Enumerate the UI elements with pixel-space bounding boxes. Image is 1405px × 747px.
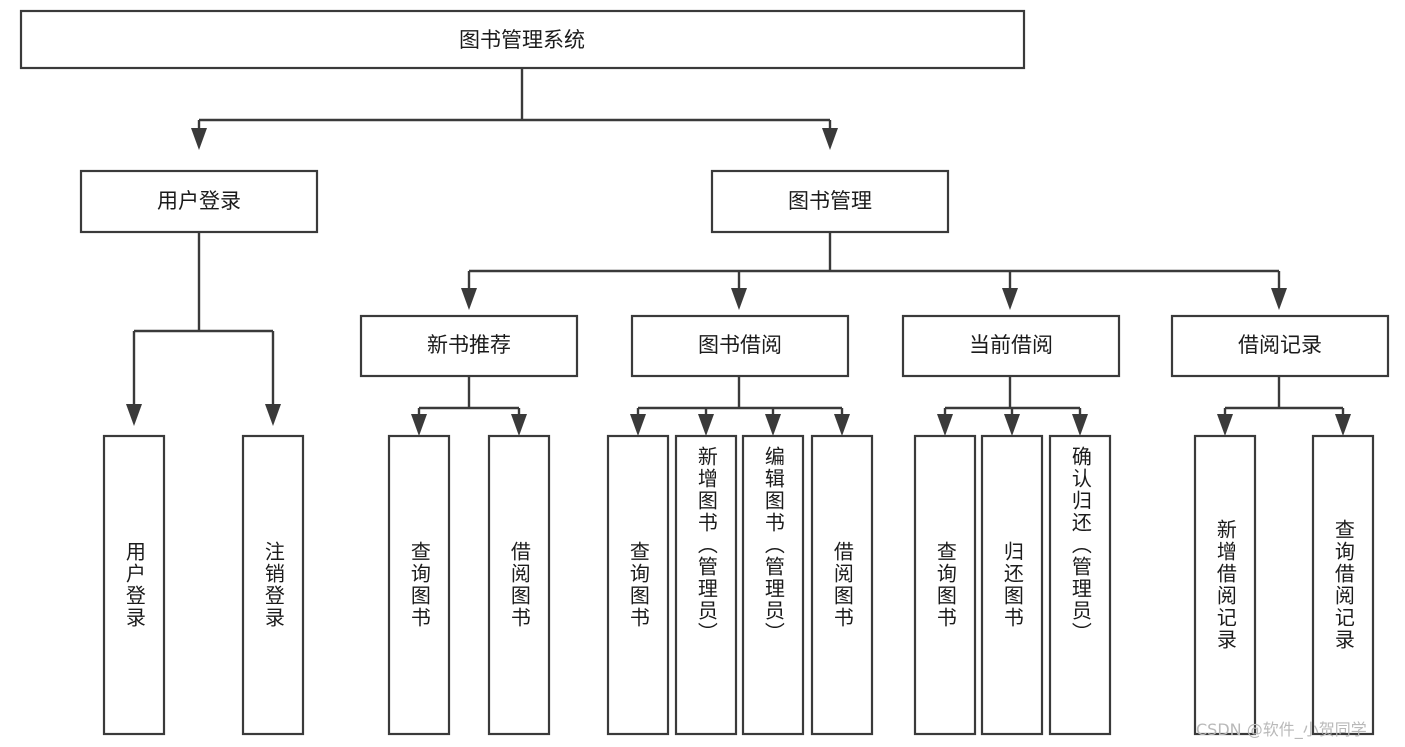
- leaf-box-borrow-2[interactable]: [674, 434, 738, 736]
- leaf-label-borrow-2: 新增图书（管理员）: [694, 446, 719, 644]
- leaf-box-user-login-2[interactable]: [241, 434, 305, 736]
- connector-group-book-mgmt: [461, 232, 1287, 310]
- leaf-label-new-book-2: 借阅图书: [507, 541, 532, 629]
- arrow-icon: [1271, 288, 1287, 310]
- arrow-icon: [698, 414, 714, 436]
- node-user-login-box[interactable]: [79, 169, 319, 234]
- node-root-box[interactable]: [19, 9, 1026, 70]
- arrow-icon: [411, 414, 427, 436]
- watermark-text: CSDN @软件_小贺同学: [1196, 720, 1367, 739]
- arrow-icon: [461, 288, 477, 310]
- leaf-box-borrow-3[interactable]: [741, 434, 805, 736]
- connector-group-root: [191, 68, 838, 150]
- node-root[interactable]: 图书管理系统: [19, 9, 1026, 70]
- leaf-label-current-1: 查询图书: [933, 541, 958, 629]
- node-book-management[interactable]: 图书管理: [710, 169, 950, 234]
- leaf-box-records-1[interactable]: [1193, 434, 1257, 736]
- arrow-icon: [1004, 414, 1020, 436]
- leaf-label-user-login-1: 用户登录: [122, 541, 147, 629]
- connector-group-user-login: [126, 232, 281, 426]
- leaf-label-records-2: 查询借阅记录: [1331, 519, 1356, 651]
- node-borrow-records-box[interactable]: [1170, 314, 1390, 378]
- connector-group-current: [937, 376, 1088, 436]
- node-current-borrow[interactable]: 当前借阅: [901, 314, 1121, 378]
- connector-group-new-book: [411, 376, 527, 436]
- node-borrow-records[interactable]: 借阅记录: [1170, 314, 1390, 378]
- leaf-label-new-book-1: 查询图书: [407, 541, 432, 629]
- arrow-icon: [126, 404, 142, 426]
- leaf-box-current-1[interactable]: [913, 434, 977, 736]
- leaf-label-borrow-3: 编辑图书（管理员）: [761, 446, 786, 644]
- arrow-icon: [765, 414, 781, 436]
- arrow-icon: [822, 128, 838, 150]
- leaf-box-borrow-1[interactable]: [606, 434, 670, 736]
- arrow-icon: [731, 288, 747, 310]
- arrow-icon: [191, 128, 207, 150]
- node-book-management-box[interactable]: [710, 169, 950, 234]
- leaf-box-borrow-4[interactable]: [810, 434, 874, 736]
- leaf-box-current-3[interactable]: [1048, 434, 1112, 736]
- leaf-label-borrow-4: 借阅图书: [830, 541, 855, 629]
- node-new-book-recommend-box[interactable]: [359, 314, 579, 378]
- node-user-login[interactable]: 用户登录: [79, 169, 319, 234]
- leaf-box-new-book-1[interactable]: [387, 434, 451, 736]
- connector-group-borrow: [630, 376, 850, 436]
- leaf-label-current-3: 确认归还（管理员）: [1068, 446, 1093, 644]
- node-borrow-records-label: 借阅记录: [1238, 333, 1322, 357]
- leaf-box-new-book-2[interactable]: [487, 434, 551, 736]
- node-root-label: 图书管理系统: [459, 28, 585, 52]
- leaf-box-records-2[interactable]: [1311, 434, 1375, 736]
- leaf-label-borrow-1: 查询图书: [626, 541, 651, 629]
- connector-group-records: [1217, 376, 1351, 436]
- leaf-label-records-1: 新增借阅记录: [1213, 519, 1238, 651]
- arrow-icon: [265, 404, 281, 426]
- leaf-label-current-2: 归还图书: [1000, 541, 1025, 629]
- arrow-icon: [511, 414, 527, 436]
- leaf-label-user-login-2: 注销登录: [261, 541, 286, 629]
- leaf-box-current-2[interactable]: [980, 434, 1044, 736]
- arrow-icon: [834, 414, 850, 436]
- node-new-book-recommend[interactable]: 新书推荐: [359, 314, 579, 378]
- arrow-icon: [1217, 414, 1233, 436]
- node-new-book-recommend-label: 新书推荐: [427, 333, 511, 357]
- arrow-icon: [937, 414, 953, 436]
- node-current-borrow-label: 当前借阅: [969, 333, 1053, 357]
- node-current-borrow-box[interactable]: [901, 314, 1121, 378]
- arrow-icon: [1002, 288, 1018, 310]
- arrow-icon: [1072, 414, 1088, 436]
- node-book-management-label: 图书管理: [788, 189, 872, 213]
- node-book-borrow-box[interactable]: [630, 314, 850, 378]
- arrow-icon: [630, 414, 646, 436]
- node-book-borrow-label: 图书借阅: [698, 333, 782, 357]
- leaf-box-user-login-1[interactable]: [102, 434, 166, 736]
- node-book-borrow[interactable]: 图书借阅: [630, 314, 850, 378]
- node-user-login-label: 用户登录: [157, 189, 241, 213]
- arrow-icon: [1335, 414, 1351, 436]
